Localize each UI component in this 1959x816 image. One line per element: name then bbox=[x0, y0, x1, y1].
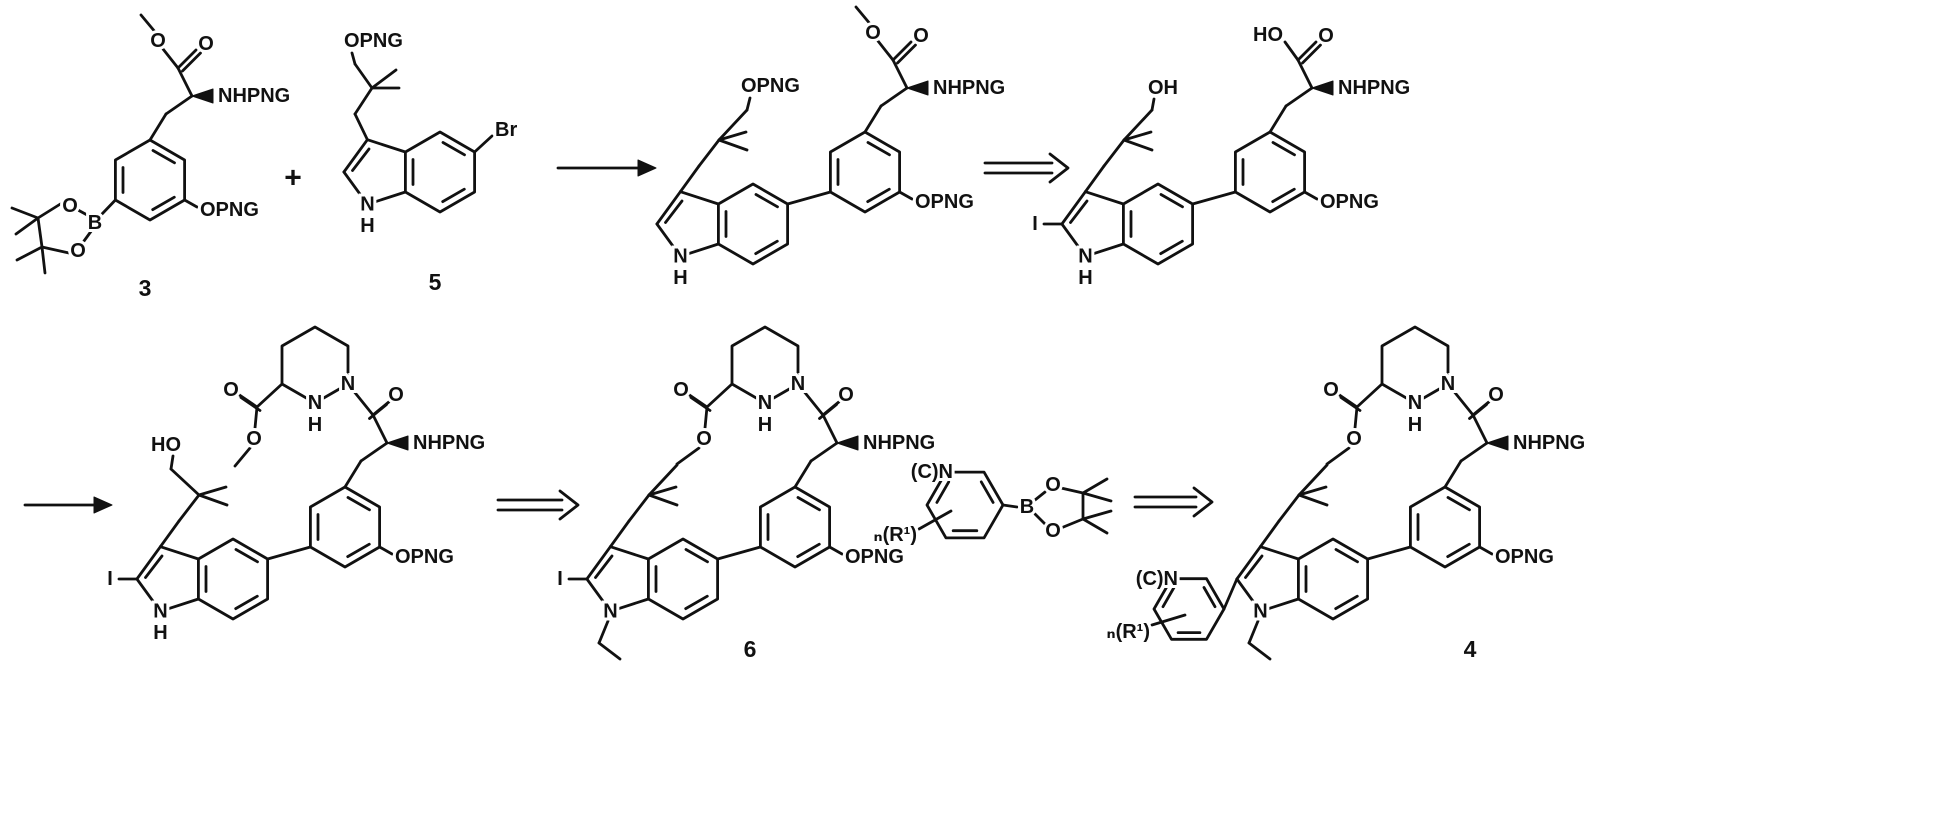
compound-number-6: 6 bbox=[744, 636, 757, 662]
oxygen-atom-label: O bbox=[1318, 25, 1334, 47]
nh-hydrogen-label: H bbox=[360, 215, 374, 237]
oxygen-atom-label: O bbox=[70, 240, 86, 262]
compound-number-4: 4 bbox=[1464, 636, 1477, 662]
nitrogen-atom-label: N bbox=[1078, 245, 1092, 267]
nitrogen-atom-label: N bbox=[341, 373, 355, 395]
benzene-ring bbox=[830, 60, 928, 212]
compound-number-3: 3 bbox=[139, 275, 152, 301]
intermediate-coupled-product: O O NHPNG OPNG OPNG N H bbox=[657, 5, 1008, 292]
compound-4: O N N H O O NHPNG OPNG (C)N ₙ(R¹) N 4 bbox=[1103, 325, 1588, 665]
opng-group-label: OPNG bbox=[200, 199, 259, 221]
plus-sign: + bbox=[284, 162, 302, 195]
oxygen-atom-label: O bbox=[246, 428, 262, 450]
oxygen-atom-label: O bbox=[1488, 384, 1504, 406]
neopentyl-chain bbox=[679, 130, 749, 194]
nh-hydrogen-label: H bbox=[1408, 414, 1422, 436]
r1-substituent-label: ₙ(R¹) bbox=[1106, 621, 1150, 643]
nhpng-group-label: NHPNG bbox=[1338, 77, 1410, 99]
benzene-ring bbox=[1410, 415, 1508, 567]
nitrogen-atom-label: N bbox=[360, 193, 374, 215]
nhpng-group-label: NHPNG bbox=[933, 77, 1005, 99]
boronate-reagent: (C)N ₙ(R¹) B O O bbox=[870, 458, 1113, 549]
oxygen-atom-label: O bbox=[913, 25, 929, 47]
reaction-arrow-1 bbox=[556, 159, 657, 177]
multistep-arrow-3 bbox=[1133, 486, 1214, 518]
oxygen-atom-label: O bbox=[1323, 379, 1339, 401]
benzene-ring bbox=[115, 68, 213, 220]
nhpng-group-label: NHPNG bbox=[218, 85, 290, 107]
nitrogen-atom-label: N bbox=[758, 392, 772, 414]
nitrogen-atom-label: N bbox=[1408, 392, 1422, 414]
opng-group-label: OPNG bbox=[1495, 546, 1554, 568]
compound-3: O O NHPNG OPNG B O O 3 bbox=[10, 13, 293, 304]
benzene-ring bbox=[760, 415, 858, 567]
oxygen-atom-label: O bbox=[150, 30, 166, 52]
cn-ring-label: (C)N bbox=[911, 461, 953, 483]
nitrogen-atom-label: N bbox=[1253, 600, 1267, 622]
r1-substituent-label: ₙ(R¹) bbox=[873, 524, 917, 546]
oxygen-atom-label: O bbox=[62, 195, 78, 217]
bromine-atom-label: Br bbox=[495, 119, 517, 141]
nh-hydrogen-label: H bbox=[673, 267, 687, 289]
iodine-atom-label: I bbox=[1032, 213, 1038, 235]
ester-group bbox=[161, 47, 202, 73]
iodine-atom-label: I bbox=[107, 568, 113, 590]
compound-number-5: 5 bbox=[429, 269, 442, 295]
reaction-arrow-2 bbox=[23, 496, 113, 514]
oxygen-atom-label: O bbox=[1045, 474, 1061, 496]
oxygen-atom-label: O bbox=[1346, 428, 1362, 450]
benzene-ring bbox=[310, 415, 408, 567]
nitrogen-atom-label: N bbox=[308, 392, 322, 414]
nh-hydrogen-label: H bbox=[153, 622, 167, 644]
iodine-atom-label: I bbox=[557, 568, 563, 590]
ester-group bbox=[876, 39, 917, 65]
nh-hydrogen-label: H bbox=[308, 414, 322, 436]
nh-hydrogen-label: H bbox=[1078, 267, 1092, 289]
oxygen-atom-label: O bbox=[673, 379, 689, 401]
nitrogen-atom-label: N bbox=[673, 245, 687, 267]
neopentyl-chain bbox=[158, 485, 229, 549]
opng-group-label: OPNG bbox=[395, 546, 454, 568]
opng-group-label: OPNG bbox=[344, 30, 403, 52]
opng-group-label: OPNG bbox=[1320, 191, 1379, 213]
opng-group-label: OPNG bbox=[845, 546, 904, 568]
nitrogen-atom-label: N bbox=[791, 373, 805, 395]
oxygen-atom-label: O bbox=[1045, 520, 1061, 542]
oxygen-atom-label: O bbox=[696, 428, 712, 450]
neopentyl-chain bbox=[609, 485, 679, 549]
multistep-arrow-1 bbox=[983, 152, 1070, 184]
nitrogen-atom-label: N bbox=[603, 600, 617, 622]
cn-ring-label: (C)N bbox=[1136, 568, 1178, 590]
nhpng-group-label: NHPNG bbox=[413, 432, 485, 454]
boron-atom-label: B bbox=[1020, 496, 1034, 518]
nhpng-group-label: NHPNG bbox=[863, 432, 935, 454]
oxygen-atom-label: O bbox=[838, 384, 854, 406]
multistep-arrow-2 bbox=[496, 489, 580, 521]
compound-5: OPNG Br N H 5 bbox=[341, 27, 520, 298]
neopentyl-chain bbox=[1259, 485, 1329, 549]
nhpng-group-label: NHPNG bbox=[1513, 432, 1585, 454]
intermediate-seco-precursor: O N N H O O HO NHPNG OPNG I N H bbox=[104, 325, 488, 647]
nitrogen-atom-label: N bbox=[1441, 373, 1455, 395]
opng-group-label: OPNG bbox=[741, 75, 800, 97]
oxygen-atom-label: O bbox=[223, 379, 239, 401]
hydroxyl-group-label: HO bbox=[151, 434, 181, 456]
hydroxyl-group-label: HO bbox=[1253, 24, 1283, 46]
intermediate-iodo-acid: O HO NHPNG OPNG OH I N H bbox=[1029, 21, 1413, 292]
benzene-ring bbox=[1235, 60, 1333, 212]
oxygen-atom-label: O bbox=[388, 384, 404, 406]
neopentyl-chain bbox=[1084, 130, 1154, 194]
oxygen-atom-label: O bbox=[865, 22, 881, 44]
hydroxyl-group-label: OH bbox=[1148, 77, 1178, 99]
compound-6: O N N H O O NHPNG OPNG I N 6 bbox=[554, 325, 938, 665]
nh-hydrogen-label: H bbox=[758, 414, 772, 436]
boron-atom-label: B bbox=[88, 212, 102, 234]
opng-group-label: OPNG bbox=[915, 191, 974, 213]
oxygen-atom-label: O bbox=[198, 33, 214, 55]
nitrogen-atom-label: N bbox=[153, 600, 167, 622]
